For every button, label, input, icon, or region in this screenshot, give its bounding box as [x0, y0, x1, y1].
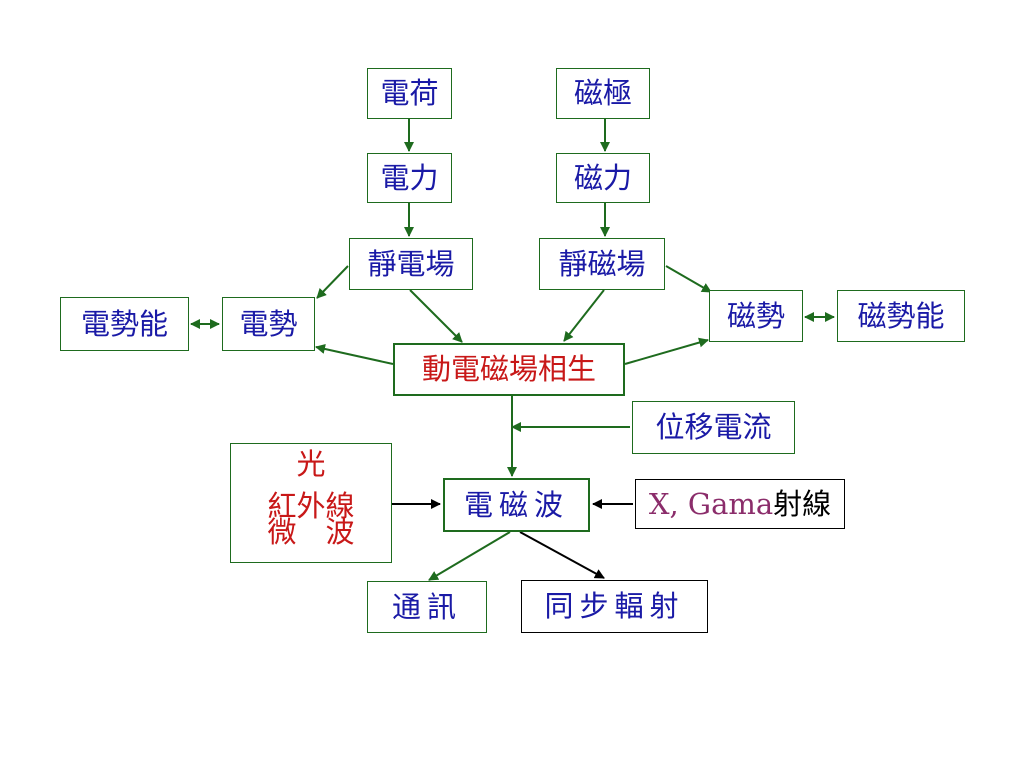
arrow-dynamic-to-electric-potential	[315, 344, 394, 365]
spectrum-light: 光	[296, 447, 326, 481]
node-communication: 通訊	[367, 581, 487, 633]
node-label: 靜磁場	[558, 246, 646, 281]
arrow-magnetic-field-to-potential	[665, 265, 712, 293]
node-label: 磁勢	[726, 298, 785, 333]
node-label: 磁極	[573, 76, 632, 110]
node-label: 通訊	[391, 589, 462, 624]
node-electric-potential: 電勢	[222, 297, 315, 351]
arrow-electric-field-to-dynamic	[409, 289, 463, 343]
arrow-electric-field-to-potential	[316, 265, 349, 299]
node-label: 位移電流	[655, 410, 772, 444]
node-label: 動電磁場相生	[421, 352, 596, 386]
xray-label-latin: X, Gama	[648, 486, 774, 521]
node-magnetic-force: 磁力	[556, 153, 650, 203]
node-charge: 電荷	[367, 68, 452, 119]
node-static-magnetic-field: 靜磁場	[539, 238, 665, 290]
node-label: 電荷	[380, 76, 439, 110]
node-label: 磁力	[573, 160, 632, 195]
node-em-wave: 電磁波	[443, 478, 590, 532]
arrow-em-wave-to-synchrotron	[519, 531, 605, 579]
spectrum-infrared: 紅外線	[267, 489, 355, 523]
node-dynamic-em-fields: 動電磁場相生	[393, 343, 625, 396]
node-label: 磁勢能	[857, 298, 945, 333]
node-displacement-current: 位移電流	[632, 401, 795, 454]
node-magnetic-potential: 磁勢	[709, 290, 803, 342]
spectrum-microwave: 微 波	[267, 515, 355, 550]
arrow-em-wave-to-communication	[428, 531, 511, 581]
node-label: 電勢	[239, 306, 298, 341]
node-static-electric-field: 靜電場	[349, 238, 473, 290]
node-electric-potential-energy: 電勢能	[60, 297, 189, 351]
node-label: 電磁波	[463, 487, 569, 522]
node-label: 電力	[380, 160, 439, 195]
arrow-magnetic-field-to-dynamic	[563, 289, 605, 342]
node-magnetic-potential-energy: 磁勢能	[837, 290, 965, 342]
xray-label-chinese: 射線	[773, 486, 832, 521]
node-electric-force: 電力	[367, 153, 452, 203]
node-synchrotron-radiation: 同步輻射	[521, 580, 708, 633]
node-label: 靜電場	[367, 246, 455, 281]
node-spectrum: 光 紅外線 微 波	[230, 443, 392, 563]
arrow-dynamic-to-magnetic-potential	[624, 337, 709, 365]
node-label: 電勢能	[80, 306, 168, 341]
node-label: 同步輻射	[544, 589, 685, 623]
node-magnetic-pole: 磁極	[556, 68, 650, 119]
